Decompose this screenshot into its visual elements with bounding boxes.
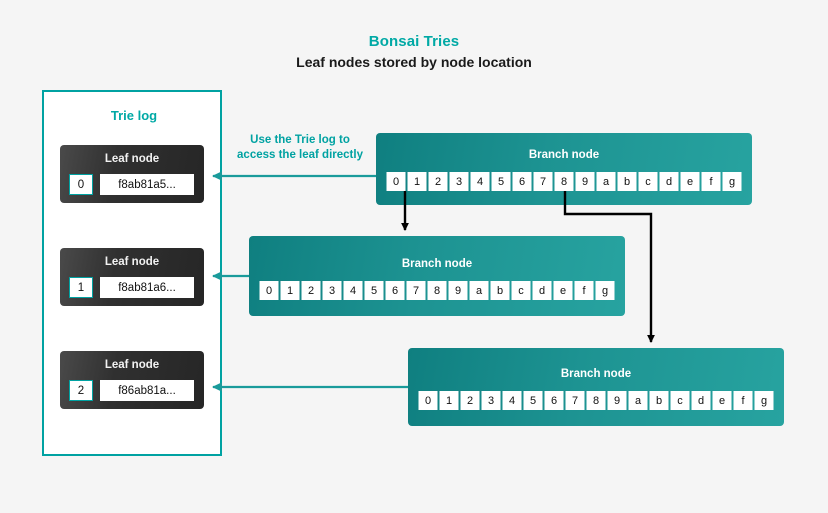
nibble-cell[interactable]: 6	[512, 172, 532, 191]
leaf-node-hash: f8ab81a6...	[100, 277, 194, 298]
nibble-cell[interactable]: f	[574, 281, 594, 300]
annotation-line-1: Use the Trie log to	[250, 134, 350, 146]
nibble-cell[interactable]: c	[511, 281, 531, 300]
nibble-cell[interactable]: g	[722, 172, 742, 191]
nibble-cell[interactable]: d	[532, 281, 552, 300]
nibble-cell[interactable]: 8	[586, 391, 606, 410]
nibble-cell[interactable]: 1	[439, 391, 459, 410]
nibble-cell[interactable]: 7	[406, 281, 426, 300]
nibble-cell[interactable]: 0	[386, 172, 406, 191]
nibble-cell[interactable]: 4	[470, 172, 490, 191]
nibble-cell[interactable]: 3	[449, 172, 469, 191]
nibble-cell[interactable]: 6	[544, 391, 564, 410]
trie-log-title: Trie log	[110, 108, 158, 123]
nibble-cell[interactable]: g	[754, 391, 774, 410]
nibble-cell[interactable]: 2	[460, 391, 480, 410]
nibble-cell[interactable]: 5	[491, 172, 511, 191]
branch-node-label: Branch node	[560, 368, 632, 380]
nibble-cell[interactable]: 0	[418, 391, 438, 410]
nibble-cell[interactable]: a	[628, 391, 648, 410]
leaf-node-index: 2	[69, 380, 93, 401]
leaf-node-2[interactable]: Leaf node 2 f86ab81a...	[60, 351, 204, 409]
nibble-cell[interactable]: a	[469, 281, 489, 300]
leaf-node-hash: f86ab81a...	[100, 380, 194, 401]
nibble-cell[interactable]: e	[553, 281, 573, 300]
nibble-cell[interactable]: b	[649, 391, 669, 410]
nibble-cell[interactable]: 5	[364, 281, 384, 300]
nibble-cell[interactable]: 4	[343, 281, 363, 300]
nibble-cell[interactable]: b	[490, 281, 510, 300]
nibble-cell[interactable]: 1	[407, 172, 427, 191]
annotation-line-2: access the leaf directly	[237, 149, 363, 161]
nibble-cell[interactable]: 3	[481, 391, 501, 410]
leaf-node-index: 0	[69, 174, 93, 195]
nibble-cell[interactable]: 5	[523, 391, 543, 410]
page-subtitle: Leaf nodes stored by node location	[296, 54, 532, 70]
nibble-cell[interactable]: c	[670, 391, 690, 410]
nibble-cell[interactable]: e	[712, 391, 732, 410]
nibble-cell[interactable]: 3	[322, 281, 342, 300]
leaf-node-row: 1 f8ab81a6...	[69, 277, 194, 298]
leaf-node-row: 2 f86ab81a...	[69, 380, 194, 401]
nibble-cell[interactable]: 6	[385, 281, 405, 300]
nibble-cell[interactable]: 9	[448, 281, 468, 300]
nibble-cell[interactable]: f	[733, 391, 753, 410]
nibble-cell[interactable]: g	[595, 281, 615, 300]
nibble-cell[interactable]: d	[659, 172, 679, 191]
nibble-cell[interactable]: e	[680, 172, 700, 191]
nibble-cell[interactable]: d	[691, 391, 711, 410]
leaf-node-hash: f8ab81a5...	[100, 174, 194, 195]
leaf-node-row: 0 f8ab81a5...	[69, 174, 194, 195]
branch-node-label: Branch node	[528, 149, 600, 161]
nibble-cell[interactable]: 4	[502, 391, 522, 410]
nibble-cell[interactable]: b	[617, 172, 637, 191]
nibble-cell[interactable]: 8	[554, 172, 574, 191]
nibble-cell[interactable]: 7	[565, 391, 585, 410]
page-title: Bonsai Tries	[368, 33, 460, 50]
trie-log-annotation: Use the Trie log to access the leaf dire…	[222, 133, 378, 163]
leaf-node-label: Leaf node	[104, 256, 160, 268]
nibble-cell[interactable]: 9	[607, 391, 627, 410]
nibble-cell[interactable]: 9	[575, 172, 595, 191]
nibble-cell[interactable]: 2	[301, 281, 321, 300]
nibble-cell[interactable]: 7	[533, 172, 553, 191]
leaf-node-label: Leaf node	[104, 359, 160, 371]
branch-node-label: Branch node	[401, 258, 473, 270]
nibble-cell[interactable]: 0	[259, 281, 279, 300]
leaf-node-label: Leaf node	[104, 153, 160, 165]
leaf-node-1[interactable]: Leaf node 1 f8ab81a6...	[60, 248, 204, 306]
nibble-cell[interactable]: a	[596, 172, 616, 191]
nibble-cell[interactable]: c	[638, 172, 658, 191]
nibble-cell[interactable]: 8	[427, 281, 447, 300]
nibble-cell[interactable]: f	[701, 172, 721, 191]
leaf-node-0[interactable]: Leaf node 0 f8ab81a5...	[60, 145, 204, 203]
nibble-cell[interactable]: 2	[428, 172, 448, 191]
leaf-node-index: 1	[69, 277, 93, 298]
nibble-cell[interactable]: 1	[280, 281, 300, 300]
